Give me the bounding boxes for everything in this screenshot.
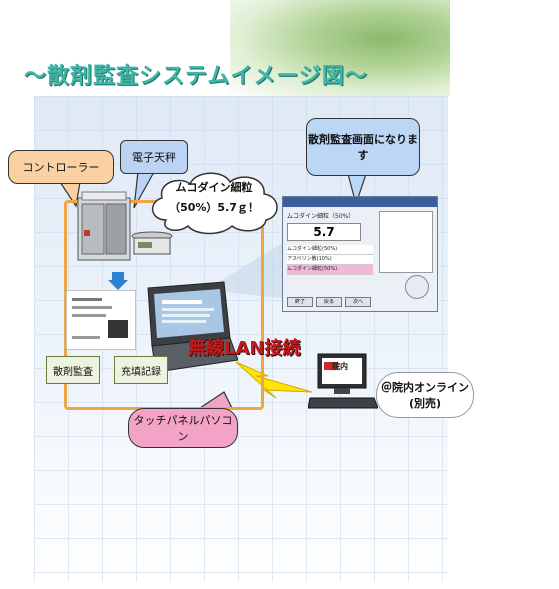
controller-callout: コントローラー [8, 150, 114, 184]
screen-callout: 散剤監査画面になります [306, 118, 420, 176]
weight-cloud-text: ムコダイン細粒 （50%）5.7ｇ！ [150, 178, 278, 226]
cloud-weight-value: （50%）5.7ｇ！ [150, 198, 278, 218]
screen-gauge [405, 275, 429, 299]
screen-next-button[interactable]: 次へ [345, 297, 371, 307]
screen-weight-display: 5.7 [287, 223, 361, 241]
dispensing-audit-label: 散剤監査 [46, 356, 100, 384]
down-arrow-icon [108, 272, 128, 290]
pc-screen-label: 院内 [332, 361, 348, 372]
screen-drug-list: ムコダイン細粒(50%) アスベリン散(10%) ムコダイン細粒(50%) [287, 245, 373, 275]
screen-header: ムコダイン細粒（50%） [287, 211, 367, 221]
cloud-drug-name: ムコダイン細粒 [150, 178, 278, 198]
screen-exit-button[interactable]: 終了 [287, 297, 313, 307]
controller-device-icon [76, 190, 136, 268]
wireless-lan-label: 無線LAN接続 [188, 334, 300, 360]
printed-label-icon [66, 290, 136, 350]
screen-button-bar: 終了 戻る 次へ [287, 297, 371, 307]
screen-row-2[interactable]: アスベリン散(10%) [287, 255, 373, 265]
tablet-callout: タッチパネルパソコン [128, 408, 238, 448]
screen-info-panel [379, 211, 433, 273]
online-callout: ＠院内オンライン(別売) [376, 372, 474, 418]
screen-back-button[interactable]: 戻る [316, 297, 342, 307]
filling-record-label: 充填記録 [114, 356, 168, 384]
audit-screen-window: ムコダイン細粒（50%） 5.7 ムコダイン細粒(50%) アスベリン散(10%… [282, 196, 438, 312]
screen-row-3[interactable]: ムコダイン細粒(50%) [287, 265, 373, 275]
screen-row-1[interactable]: ムコダイン細粒(50%) [287, 245, 373, 255]
screen-titlebar [283, 197, 437, 207]
